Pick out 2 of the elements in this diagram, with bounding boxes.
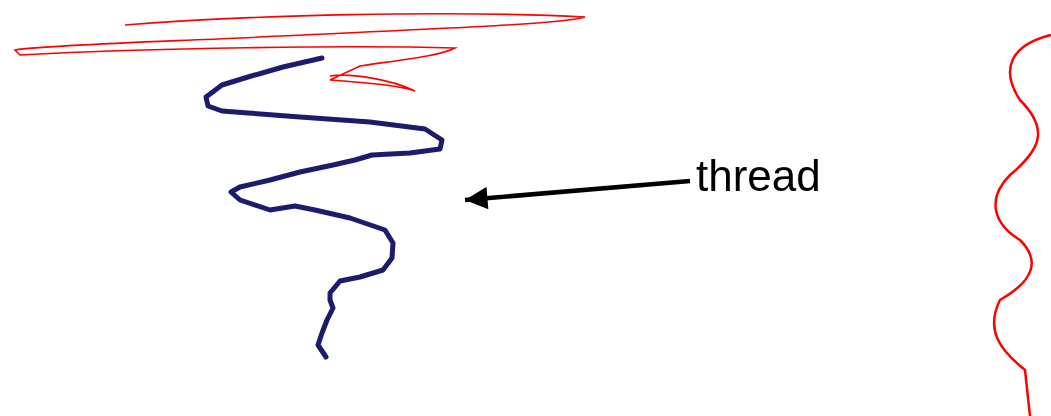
callout-label: thread: [696, 154, 822, 198]
leader-arrow: [464, 178, 691, 210]
